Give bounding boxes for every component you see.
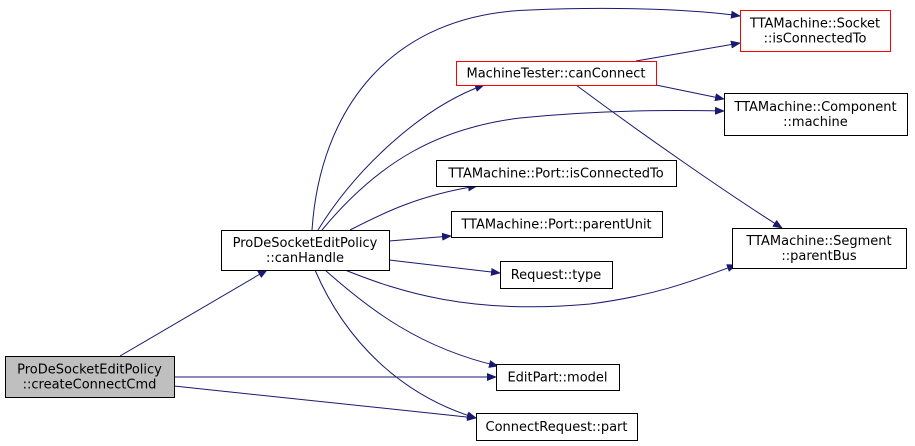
- node-label-line: ::parentBus: [781, 249, 857, 264]
- node-label-line: ::machine: [783, 115, 848, 130]
- node-box: [496, 364, 620, 391]
- node-label-line: TTAMachine::Socket: [749, 17, 880, 32]
- edge-can-handle-to-component-machine: [321, 106, 725, 231]
- node-label-line: ::isConnectedTo: [764, 32, 867, 47]
- node-box: [5, 356, 175, 398]
- edge-create-connect-cmd-to-connect-request-part: [173, 385, 477, 422]
- node-component-machine[interactable]: TTAMachine::Component::machine: [724, 93, 908, 136]
- node-label-line: ProDeSocketEditPolicy: [233, 236, 378, 251]
- node-box: [724, 93, 908, 136]
- node-connect-request-part[interactable]: ConnectRequest::part: [476, 413, 638, 441]
- edge-can-handle-to-port-parent-unit: [388, 232, 452, 242]
- node-box: [451, 211, 663, 238]
- edge-can-handle-to-edit-part-model: [324, 269, 499, 368]
- node-request-type[interactable]: Request::type: [500, 261, 613, 289]
- node-label-line: EditPart::model: [507, 371, 607, 386]
- node-label-line: ::createConnectCmd: [23, 378, 157, 393]
- nodes-layer: ProDeSocketEditPolicy::createConnectCmdP…: [5, 10, 908, 441]
- node-box: [456, 61, 657, 86]
- edge-create-connect-cmd-to-can-handle: [119, 269, 268, 357]
- node-machine-tester-can-connect[interactable]: MachineTester::canConnect: [456, 61, 657, 86]
- edge-machine-tester-can-connect-to-component-machine: [655, 84, 725, 102]
- edges-layer: [119, 7, 783, 422]
- node-label-line: ConnectRequest::part: [486, 420, 628, 435]
- node-box: [476, 413, 638, 441]
- edge-machine-tester-can-connect-to-segment-parent-bus: [575, 84, 783, 229]
- edge-can-handle-to-socket-is-connected-to: [311, 7, 741, 231]
- edge-can-handle-to-connect-request-part: [314, 269, 477, 420]
- node-box: [732, 228, 907, 269]
- node-label-line: ::canHandle: [266, 251, 344, 266]
- edge-can-handle-to-port-is-connected-to: [349, 183, 478, 231]
- node-can-handle[interactable]: ProDeSocketEditPolicy::canHandle: [221, 230, 390, 271]
- node-box: [740, 10, 891, 52]
- node-box: [500, 261, 613, 289]
- node-label-line: TTAMachine::Port::parentUnit: [460, 218, 651, 233]
- edge-can-handle-to-segment-parent-bus: [344, 264, 737, 308]
- node-label-line: MachineTester::canConnect: [467, 67, 646, 82]
- edge-can-handle-to-request-type: [388, 259, 501, 276]
- node-create-connect-cmd[interactable]: ProDeSocketEditPolicy::createConnectCmd: [5, 356, 175, 398]
- node-edit-part-model[interactable]: EditPart::model: [496, 364, 620, 391]
- edge-machine-tester-can-connect-to-socket-is-connected-to: [635, 40, 741, 62]
- node-label-line: TTAMachine::Segment: [745, 234, 891, 249]
- node-segment-parent-bus[interactable]: TTAMachine::Segment::parentBus: [732, 228, 907, 269]
- edge-can-handle-to-machine-tester-can-connect: [317, 84, 485, 231]
- node-box: [436, 160, 677, 187]
- node-box: [221, 230, 390, 271]
- node-label-line: TTAMachine::Component: [733, 100, 896, 115]
- node-label-line: Request::type: [511, 268, 602, 283]
- node-socket-is-connected-to[interactable]: TTAMachine::Socket::isConnectedTo: [740, 10, 891, 52]
- node-port-parent-unit[interactable]: TTAMachine::Port::parentUnit: [451, 211, 663, 238]
- node-label-line: ProDeSocketEditPolicy: [17, 363, 162, 378]
- node-label-line: TTAMachine::Port::isConnectedTo: [447, 167, 663, 182]
- node-port-is-connected-to[interactable]: TTAMachine::Port::isConnectedTo: [436, 160, 677, 187]
